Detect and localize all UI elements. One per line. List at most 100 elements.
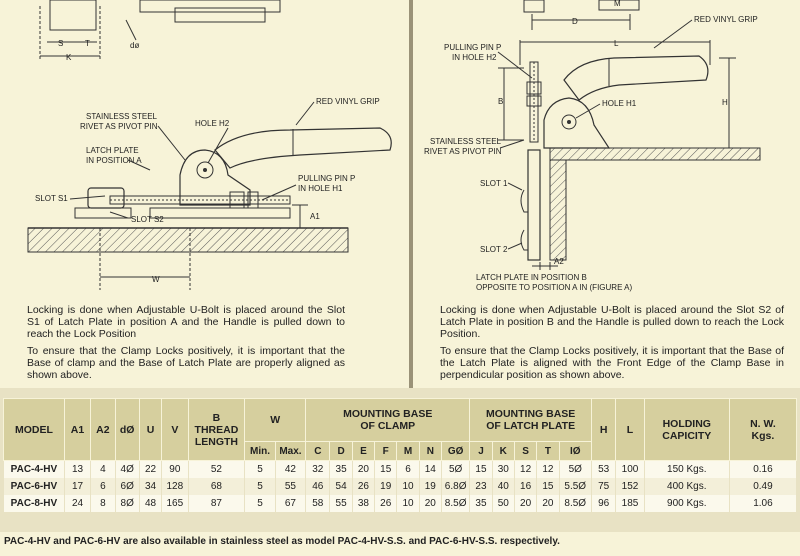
- dim-b: B: [498, 97, 503, 106]
- dim-a2: A2: [554, 257, 564, 266]
- right-locking-paragraph: Locking is done when Adjustable U-Bolt i…: [440, 304, 784, 341]
- table-cell: 32: [305, 460, 331, 478]
- table-cell: 23: [469, 478, 493, 495]
- th-sub: J: [469, 441, 493, 461]
- table-cell: 26: [351, 478, 376, 495]
- table-cell: 6: [90, 478, 116, 495]
- table-cell: 4: [90, 460, 116, 478]
- dim-w: W: [152, 275, 160, 284]
- model-cell: PAC-6-HV: [3, 478, 65, 495]
- dim-d: D: [572, 17, 578, 26]
- table-cell: 54: [329, 478, 353, 495]
- th-sub: N: [418, 441, 442, 461]
- th-l: L: [615, 398, 645, 461]
- table-cell: 16: [513, 478, 538, 495]
- dim-h: H: [722, 98, 728, 107]
- table-cell: 42: [274, 460, 307, 478]
- table-cell: 5: [244, 495, 276, 512]
- right-diagram-panel: M D RED VINYL GRIP L PULLING PIN P IN HO…: [414, 0, 800, 388]
- table-cell: 58: [305, 495, 331, 512]
- th-sub: Max.: [274, 441, 307, 461]
- th-a1: A1: [63, 398, 92, 461]
- table-cell: 19: [374, 478, 398, 495]
- table-cell: 15: [374, 460, 398, 478]
- table-cell: 35: [469, 495, 493, 512]
- table-cell: 150 Kgs.: [643, 460, 730, 478]
- left-alignment-paragraph: To ensure that the Clamp Locks positivel…: [27, 345, 345, 382]
- table-cell: 6.8Ø: [440, 478, 471, 495]
- th-h: H: [590, 398, 617, 461]
- table-cell: 19: [418, 478, 442, 495]
- label-pulling-pin-r1: PULLING PIN P: [444, 43, 501, 52]
- dim-t: T: [85, 39, 90, 48]
- table-cell: 52: [187, 460, 246, 478]
- label-stainless-1: STAINLESS STEEL: [86, 112, 158, 121]
- th-w: W: [244, 398, 307, 442]
- right-alignment-paragraph: To ensure that the Clamp Locks positivel…: [440, 345, 784, 382]
- table-cell: 30: [491, 460, 515, 478]
- table-cell: 6: [396, 460, 420, 478]
- model-cell: PAC-8-HV: [3, 495, 65, 512]
- th-sub: F: [374, 441, 398, 461]
- th-sub: E: [351, 441, 376, 461]
- table-cell: 5Ø: [440, 460, 471, 478]
- dim-m: M: [614, 0, 621, 8]
- label-pulling-pin-r2: IN HOLE H2: [452, 53, 497, 62]
- table-cell: 55: [329, 495, 353, 512]
- label-stainless-r2: RIVET AS PIVOT PIN: [424, 147, 502, 156]
- label-stainless-2: RIVET AS PIVOT PIN: [80, 122, 158, 131]
- table-cell: 10: [396, 478, 420, 495]
- table-cell: 8.5Ø: [440, 495, 471, 512]
- label-hole-h2: HOLE H2: [195, 119, 230, 128]
- table-cell: 53: [590, 460, 617, 478]
- dim-l: L: [614, 39, 619, 48]
- specs-table: MODEL A1 A2 dØ U V B THREAD LENGTH W MOU…: [3, 398, 798, 512]
- th-a2: A2: [90, 398, 116, 461]
- th-b-thread-length: B THREAD LENGTH: [187, 398, 246, 461]
- table-cell: 22: [138, 460, 163, 478]
- table-cell: 13: [63, 460, 92, 478]
- table-cell: 67: [274, 495, 307, 512]
- right-clamp-diagram: M D RED VINYL GRIP L PULLING PIN P IN HO…: [424, 0, 761, 292]
- label-pulling-pin-1: PULLING PIN P: [298, 174, 355, 183]
- label-slot-s2: SLOT S2: [131, 215, 164, 224]
- left-clamp-diagram: S T dø K STAINLESS STEEL RIVET AS PIVOT …: [27, 0, 392, 290]
- th-sub: D: [329, 441, 353, 461]
- table-cell: 17: [63, 478, 92, 495]
- table-cell: 5: [244, 460, 276, 478]
- left-diagram-panel: S T dø K STAINLESS STEEL RIVET AS PIVOT …: [0, 0, 408, 388]
- table-cell: 14: [418, 460, 442, 478]
- label-hole-h1: HOLE H1: [602, 99, 637, 108]
- th-model: MODEL: [3, 398, 65, 461]
- label-slot-2: SLOT 2: [480, 245, 508, 254]
- table-cell: 87: [187, 495, 246, 512]
- label-red-vinyl-grip: RED VINYL GRIP: [316, 97, 380, 106]
- table-cell: 96: [590, 495, 617, 512]
- table-cell: 90: [161, 460, 189, 478]
- label-pulling-pin-2: IN HOLE H1: [298, 184, 343, 193]
- table-cell: 40: [491, 478, 515, 495]
- table-cell: 38: [351, 495, 376, 512]
- label-slot-s1: SLOT S1: [35, 194, 68, 203]
- label-latch-plate-2: IN POSITION A: [86, 156, 142, 165]
- label-red-vinyl-grip-r: RED VINYL GRIP: [694, 15, 758, 24]
- table-cell: 68: [187, 478, 246, 495]
- dim-s: S: [58, 39, 63, 48]
- label-latch-plate-1: LATCH PLATE: [86, 146, 139, 155]
- specs-table-section: MODEL A1 A2 dØ U V B THREAD LENGTH W MOU…: [0, 388, 800, 532]
- panel-divider: [409, 0, 413, 388]
- th-sub: T: [536, 441, 560, 461]
- footnote: PAC-4-HV and PAC-6-HV are also available…: [4, 536, 560, 547]
- table-cell: 8: [90, 495, 116, 512]
- label-slot-1: SLOT 1: [480, 179, 508, 188]
- table-cell: 24: [63, 495, 92, 512]
- table-cell: 4Ø: [114, 460, 140, 478]
- label-latch-b-2: OPPOSITE TO POSITION A IN (FIGURE A): [476, 283, 633, 292]
- th-u: U: [138, 398, 163, 461]
